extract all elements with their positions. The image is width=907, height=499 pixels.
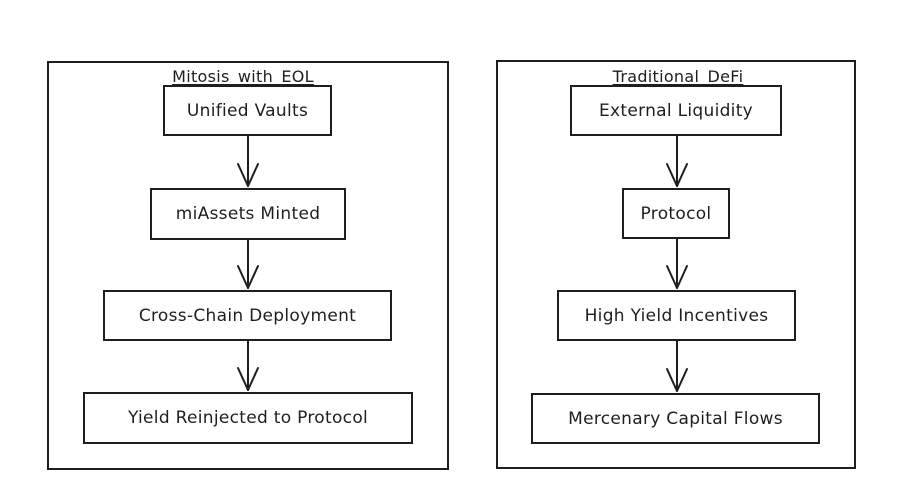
node-label: External Liquidity [598, 100, 754, 121]
node-high-yield-incentives: High Yield Incentives [557, 290, 796, 341]
node-label: Cross-Chain Deployment [138, 305, 357, 326]
node-mercenary-capital-flows: Mercenary Capital Flows [531, 393, 820, 444]
node-label: Mercenary Capital Flows [568, 408, 783, 429]
cluster-traditional-defi [496, 60, 856, 469]
node-miassets-minted: miAssets Minted [150, 188, 346, 240]
cluster-mitosis-with-eol [47, 61, 449, 470]
node-protocol: Protocol [622, 188, 730, 239]
node-yield-reinjected: Yield Reinjected to Protocol [83, 392, 413, 444]
node-cross-chain-deployment: Cross-Chain Deployment [103, 290, 392, 341]
node-label: High Yield Incentives [584, 305, 769, 326]
cluster-title-traditional: Traditional_DeFi [612, 67, 744, 86]
node-label: Protocol [640, 203, 712, 224]
node-external-liquidity: External Liquidity [570, 85, 782, 136]
node-unified-vaults: Unified Vaults [163, 85, 332, 136]
cluster-title-mitosis: Mitosis_with_EOL [172, 67, 314, 86]
node-label: miAssets Minted [175, 204, 321, 224]
node-label: Yield Reinjected to Protocol [127, 408, 369, 428]
node-label: Unified Vaults [186, 100, 309, 121]
